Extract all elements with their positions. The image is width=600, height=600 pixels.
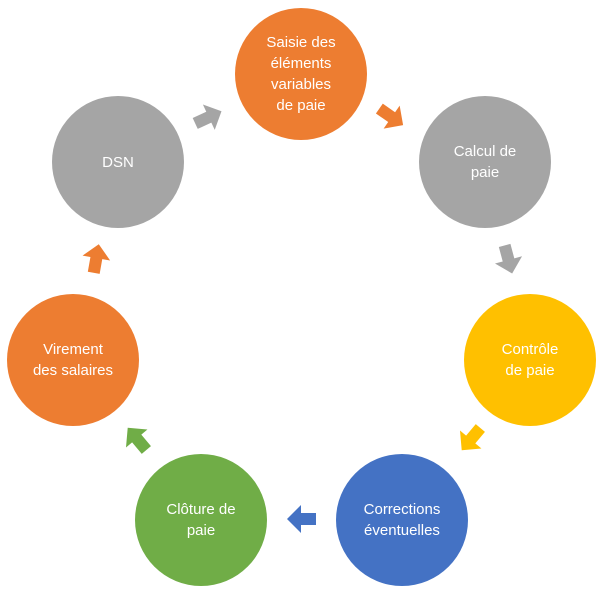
arrow-icon	[494, 243, 523, 274]
step-virement-des-salaires: Virement des salaires	[7, 294, 139, 426]
step-label: Saisie des éléments variables de paie	[266, 34, 336, 114]
step-dsn: DSN	[52, 96, 184, 228]
step-corrections-eventuelles: Corrections éventuelles	[336, 454, 468, 586]
arrow-icon	[287, 505, 316, 533]
arrow-icon	[192, 104, 222, 130]
step-label: Clôture de paie	[166, 501, 236, 539]
step-label: Contrôle de paie	[501, 341, 559, 379]
step-label: Calcul de paie	[453, 143, 517, 181]
step-label: Virement des salaires	[32, 341, 114, 379]
arrow-icon	[459, 424, 485, 451]
arrow-icon	[82, 244, 111, 274]
step-cloture-de-paie: Clôture de paie	[135, 454, 267, 586]
step-label: DSN	[102, 153, 134, 171]
step-saisie-elements-variables: Saisie des éléments variables de paie	[235, 8, 367, 140]
step-label: Corrections éventuelles	[363, 501, 441, 539]
arrow-icon	[375, 103, 404, 129]
arrow-icon	[125, 427, 151, 454]
step-controle-de-paie: Contrôle de paie	[464, 294, 596, 426]
step-calcul-de-paie: Calcul de paie	[419, 96, 551, 228]
